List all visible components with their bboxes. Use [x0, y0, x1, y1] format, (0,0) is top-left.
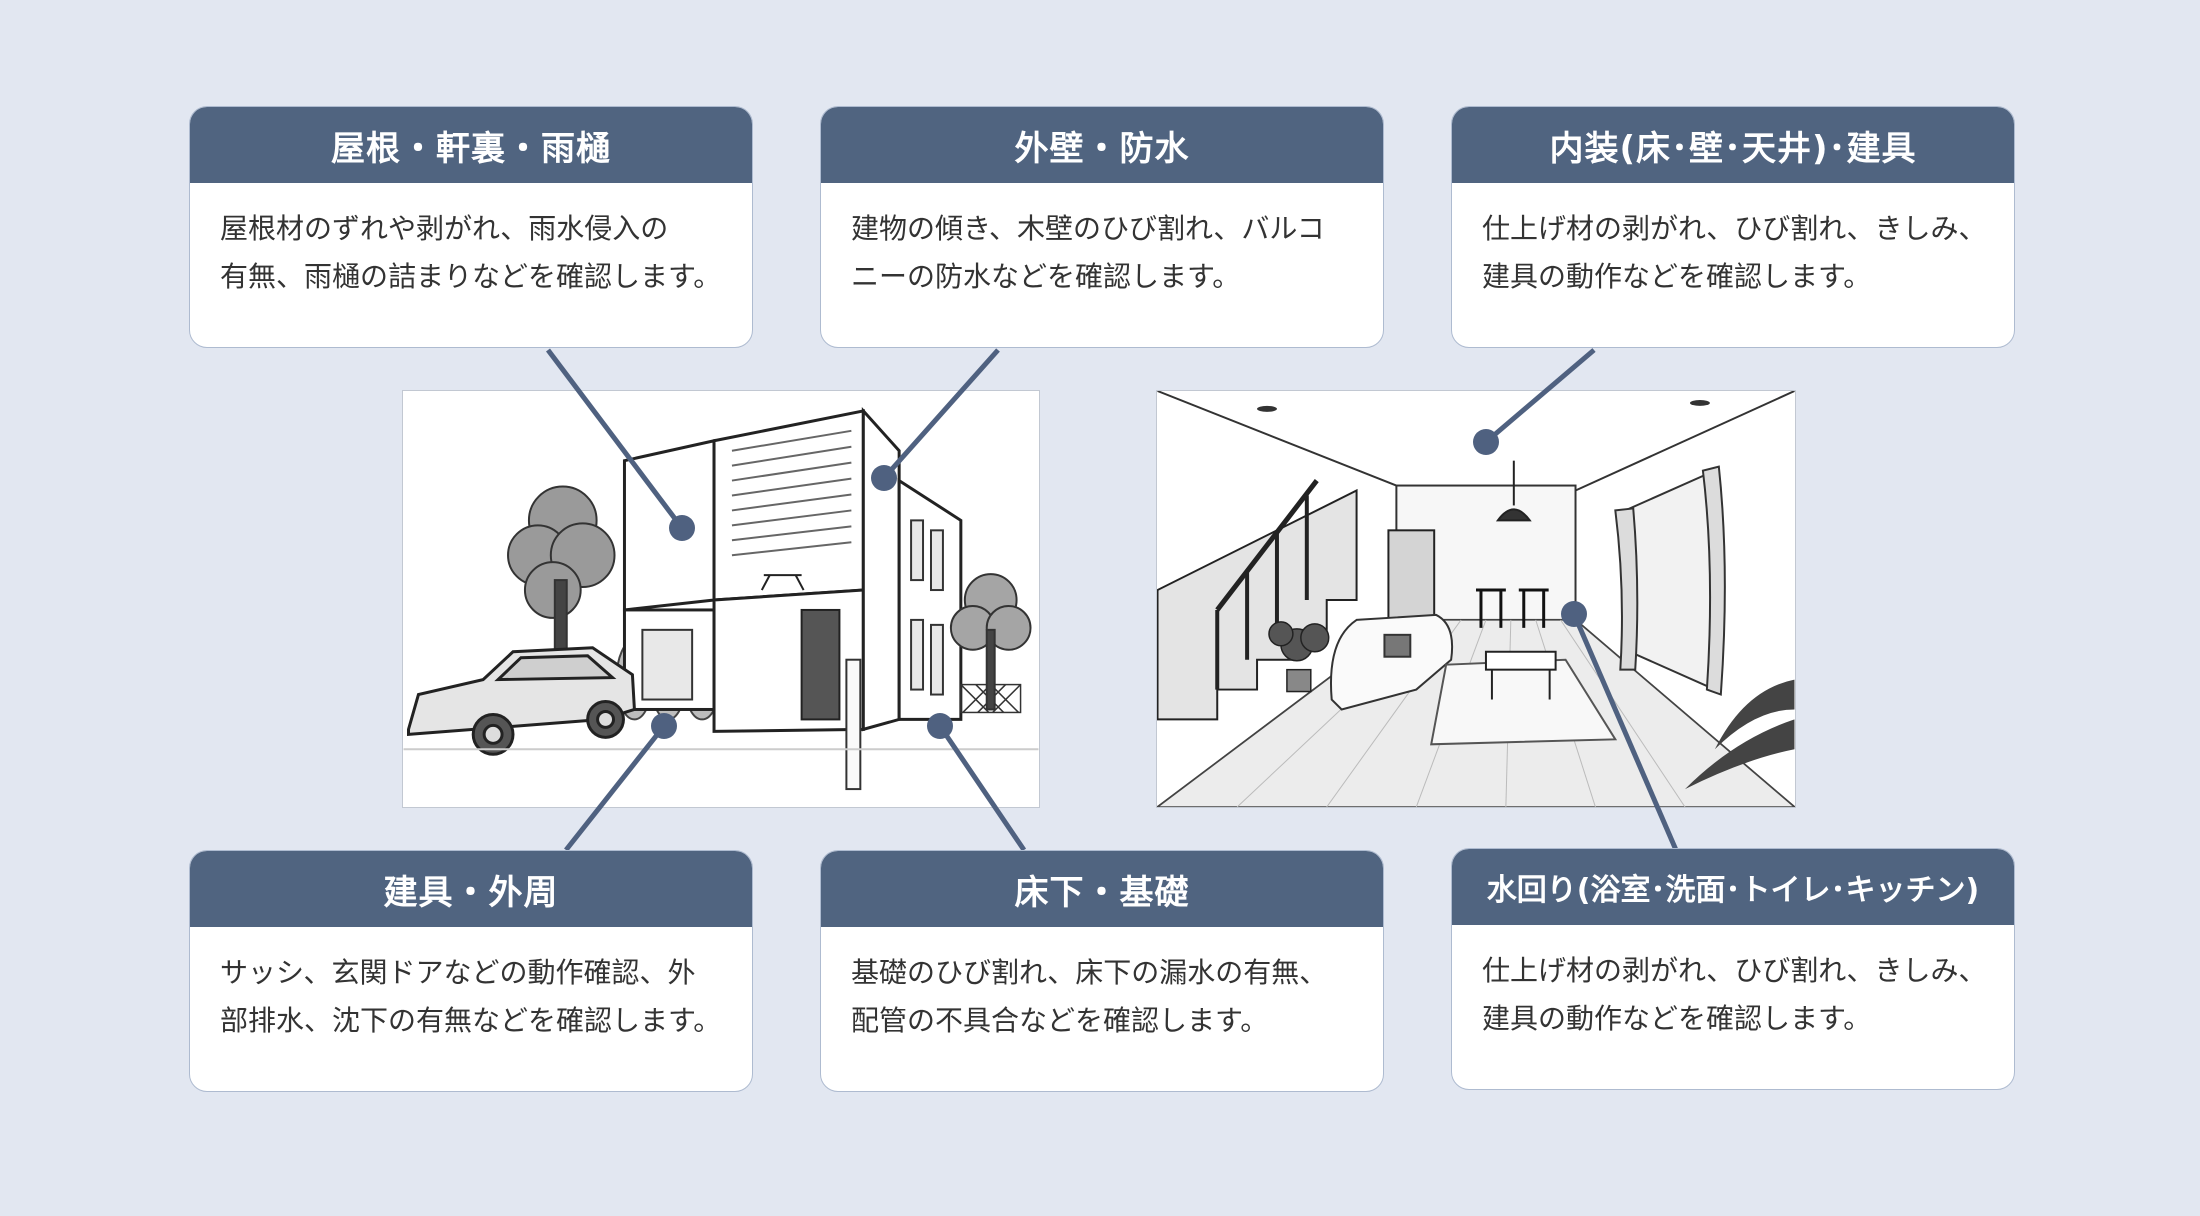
- card-text-line: 有無、雨樋の詰まりなどを確認します。: [220, 260, 722, 293]
- card-text-line: 建具の動作などを確認します。: [1482, 1002, 1872, 1035]
- ceiling-light: [1257, 405, 1277, 412]
- card-text-line: 部排水、沈下の有無などを確認します。: [220, 1004, 722, 1037]
- card-text-line: 仕上げ材の剥がれ、ひび割れ、きしみ、: [1482, 954, 1987, 987]
- card-title: 建具・外周: [190, 851, 752, 927]
- gate-post: [845, 658, 862, 791]
- card-title: 屋根・軒裏・雨樋: [190, 107, 752, 183]
- card-floor: 床下・基礎 基礎のひび割れ、床下の漏水の有無、 配管の不具合などを確認します。: [820, 850, 1384, 1092]
- living-room-drawing: [1157, 391, 1795, 807]
- car: [407, 646, 636, 756]
- balcony-furniture: [760, 574, 805, 591]
- kitchen-stools: [1476, 588, 1549, 628]
- card-text-line: 建物の傾き、木壁のひび割れ、バルコ: [851, 212, 1325, 245]
- living-room-interior-illustration: [1156, 390, 1796, 808]
- coffee-table: [1484, 650, 1557, 700]
- card-description: 仕上げ材の剥がれ、ひび割れ、きしみ、 建具の動作などを確認します。: [1452, 925, 2014, 1043]
- card-text-line: サッシ、玄関ドアなどの動作確認、外: [220, 956, 696, 989]
- card-title: 内装(床･壁･天井)･建具: [1452, 107, 2014, 183]
- card-text-line: ニーの防水などを確認します。: [851, 260, 1241, 293]
- house-exterior-drawing: [403, 407, 1039, 791]
- card-title: 床下・基礎: [821, 851, 1383, 927]
- louvers: [731, 429, 852, 557]
- card-interior: 内装(床･壁･天井)･建具 仕上げ材の剥がれ、ひび割れ、きしみ、 建具の動作など…: [1451, 106, 2015, 348]
- pendant-lamp: [1495, 460, 1532, 522]
- tree-right: [949, 573, 1032, 711]
- potted-plant: [1268, 621, 1330, 693]
- card-description: 仕上げ材の剥がれ、ひび割れ、きしみ、 建具の動作などを確認します。: [1452, 183, 2014, 301]
- card-description: サッシ、玄関ドアなどの動作確認、外 部排水、沈下の有無などを確認します。: [190, 927, 752, 1045]
- card-roof: 屋根・軒裏・雨樋 屋根材のずれや剥がれ、雨水侵入の 有無、雨樋の詰まりなどを確認…: [189, 106, 753, 348]
- card-fittings: 建具・外周 サッシ、玄関ドアなどの動作確認、外 部排水、沈下の有無などを確認しま…: [189, 850, 753, 1092]
- card-wall: 外壁・防水 建物の傾き、木壁のひび割れ、バルコ ニーの防水などを確認します。: [820, 106, 1384, 348]
- tree-left: [507, 485, 616, 691]
- house-exterior-illustration: [402, 390, 1040, 808]
- ceiling-light: [1689, 399, 1710, 406]
- card-description: 基礎のひび割れ、床下の漏水の有無、 配管の不具合などを確認します。: [821, 927, 1383, 1045]
- card-text-line: 建具の動作などを確認します。: [1482, 260, 1872, 293]
- card-text-line: 基礎のひび割れ、床下の漏水の有無、: [851, 956, 1328, 989]
- card-title: 外壁・防水: [821, 107, 1383, 183]
- windows: [641, 519, 944, 701]
- card-description: 建物の傾き、木壁のひび割れ、バルコ ニーの防水などを確認します。: [821, 183, 1383, 301]
- card-title: 水回り(浴室･洗面･トイレ･キッチン): [1452, 849, 2014, 925]
- interior-door: [1387, 529, 1436, 621]
- window-curtains: [1614, 465, 1726, 696]
- card-text-line: 仕上げ材の剥がれ、ひび割れ、きしみ、: [1482, 212, 1987, 245]
- card-text-line: 屋根材のずれや剥がれ、雨水侵入の: [220, 212, 669, 245]
- front-door: [800, 608, 841, 721]
- card-description: 屋根材のずれや剥がれ、雨水侵入の 有無、雨樋の詰まりなどを確認します。: [190, 183, 752, 301]
- palm-leaves: [1684, 679, 1795, 790]
- sofa: [1330, 613, 1454, 711]
- card-water: 水回り(浴室･洗面･トイレ･キッチン) 仕上げ材の剥がれ、ひび割れ、きしみ、 建…: [1451, 848, 2015, 1090]
- card-text-line: 配管の不具合などを確認します。: [851, 1004, 1269, 1037]
